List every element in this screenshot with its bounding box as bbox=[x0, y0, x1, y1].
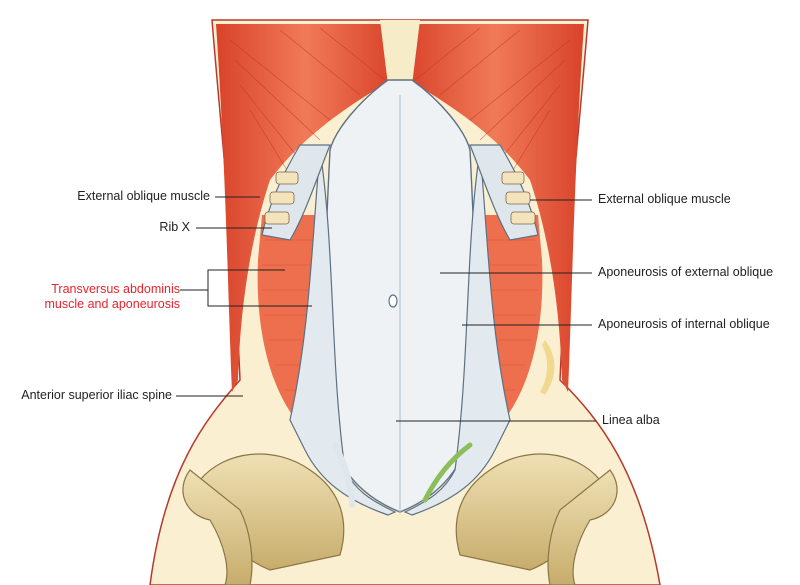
label-anterior-superior-iliac-spine: Anterior superior iliac spine bbox=[21, 388, 172, 402]
label-external-oblique-right: External oblique muscle bbox=[598, 192, 731, 206]
inguinal-ligament-left bbox=[332, 442, 355, 508]
external-oblique-left-shape bbox=[216, 24, 395, 392]
label-transversus-line2: muscle and aponeurosis bbox=[44, 297, 181, 311]
label-rib-x: Rib X bbox=[159, 220, 190, 234]
inguinal-ligament-right bbox=[422, 442, 473, 503]
femur-right bbox=[547, 469, 618, 585]
muscle-fibers bbox=[229, 27, 571, 176]
aponeurosis-right-sheath bbox=[403, 149, 511, 516]
label-aponeurosis-internal-oblique: Aponeurosis of internal oblique bbox=[598, 317, 770, 331]
label-aponeurosis-external-oblique: Aponeurosis of external oblique bbox=[598, 265, 774, 279]
femur-left bbox=[182, 469, 253, 585]
external-oblique-right-shape bbox=[405, 24, 584, 392]
umbilicus bbox=[388, 294, 398, 308]
label-linea-alba: Linea alba bbox=[602, 413, 660, 427]
leader-lines bbox=[176, 196, 596, 422]
label-external-oblique-left: External oblique muscle bbox=[77, 189, 210, 203]
iliac-crest-right bbox=[540, 340, 555, 395]
sternum bbox=[380, 20, 420, 85]
label-transversus-line1: Transversus abdominis bbox=[51, 282, 180, 296]
